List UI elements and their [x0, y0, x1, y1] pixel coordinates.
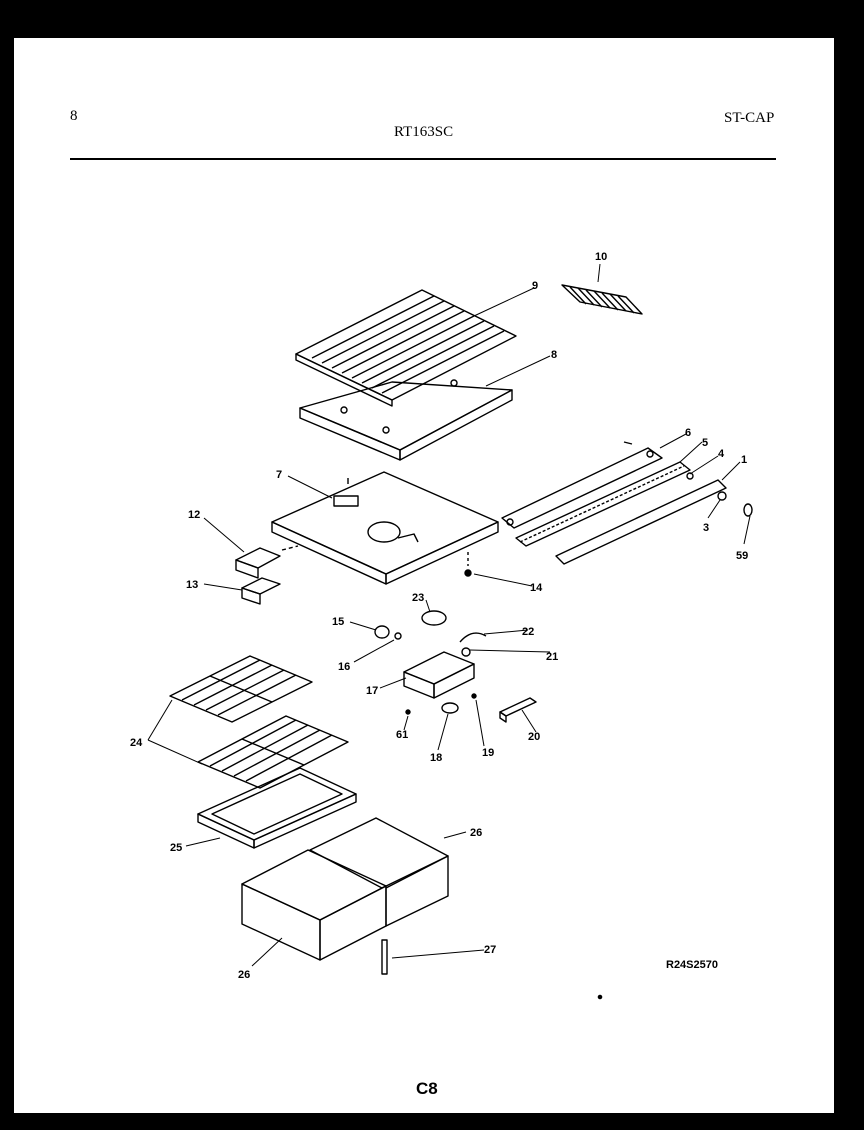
part-23-bulb-cover — [421, 610, 447, 626]
svg-text:26: 26 — [238, 969, 250, 981]
part-12-bracket — [235, 547, 281, 579]
section-code: ST-CAP — [724, 110, 775, 126]
part-8-tray — [299, 379, 513, 461]
part-61 — [405, 709, 411, 715]
svg-text:14: 14 — [530, 582, 543, 594]
svg-text:4: 4 — [718, 448, 725, 460]
svg-text:8: 8 — [551, 349, 557, 361]
header-rule — [70, 158, 776, 160]
svg-text:5: 5 — [702, 437, 708, 449]
parts-diagram-sheet: 8 RT163SC ST-CAP — [14, 38, 834, 1113]
part-14 — [464, 569, 472, 577]
part-5-rail — [515, 461, 691, 547]
part-59 — [743, 503, 753, 517]
svg-text:26: 26 — [470, 827, 482, 839]
svg-text:19: 19 — [482, 747, 494, 759]
part-18-knob — [441, 702, 459, 714]
part-7-shelf-cover — [271, 471, 499, 585]
page-number: 8 — [70, 108, 78, 124]
svg-text:61: 61 — [396, 729, 408, 741]
part-17-control-box — [403, 651, 475, 699]
svg-text:3: 3 — [703, 522, 709, 534]
part-21-switch — [461, 647, 471, 657]
part-4 — [686, 472, 694, 480]
page-code: C8 — [416, 1079, 438, 1098]
svg-text:12: 12 — [188, 509, 200, 521]
part-6-rail — [501, 441, 663, 529]
svg-text:18: 18 — [430, 752, 442, 764]
part-10-grille — [561, 284, 643, 315]
svg-text:59: 59 — [736, 550, 748, 562]
svg-text:20: 20 — [528, 731, 540, 743]
model-number: RT163SC — [394, 124, 454, 140]
part-13-bracket — [241, 577, 281, 605]
svg-text:17: 17 — [366, 685, 378, 697]
part-16-socket — [394, 632, 402, 640]
svg-text:13: 13 — [186, 579, 198, 591]
svg-text:9: 9 — [532, 280, 538, 292]
part-26-crisper-right — [309, 817, 449, 927]
part-25-crisper-cover — [197, 767, 357, 849]
part-19 — [471, 693, 477, 699]
svg-text:16: 16 — [338, 661, 350, 673]
part-24-shelf-upper — [169, 655, 313, 723]
reference-code: R24S2570 — [666, 959, 718, 971]
svg-text:24: 24 — [130, 737, 143, 749]
svg-text:22: 22 — [522, 626, 534, 638]
svg-text:1: 1 — [741, 454, 747, 466]
svg-text:6: 6 — [685, 427, 691, 439]
diagram-codes: R24S2570 C8 — [416, 959, 718, 1098]
part-24-shelf-lower — [197, 715, 349, 789]
part-3 — [717, 491, 727, 501]
part-27-divider — [381, 939, 388, 975]
part-20-thermostat — [499, 697, 537, 723]
part-1-rail — [555, 479, 727, 565]
part-9-cover — [295, 289, 517, 407]
svg-text:10: 10 — [595, 251, 607, 263]
exploded-view: 10 9 8 6 5 4 1 3 59 7 12 13 14 23 15 16 … — [130, 251, 753, 1000]
part-22-wire — [459, 632, 487, 643]
svg-text:23: 23 — [412, 592, 424, 604]
part-15-bulb — [374, 625, 390, 639]
svg-text:27: 27 — [484, 944, 496, 956]
svg-text:25: 25 — [170, 842, 182, 854]
svg-text:15: 15 — [332, 616, 344, 628]
svg-text:7: 7 — [276, 469, 282, 481]
svg-text:21: 21 — [546, 651, 558, 663]
